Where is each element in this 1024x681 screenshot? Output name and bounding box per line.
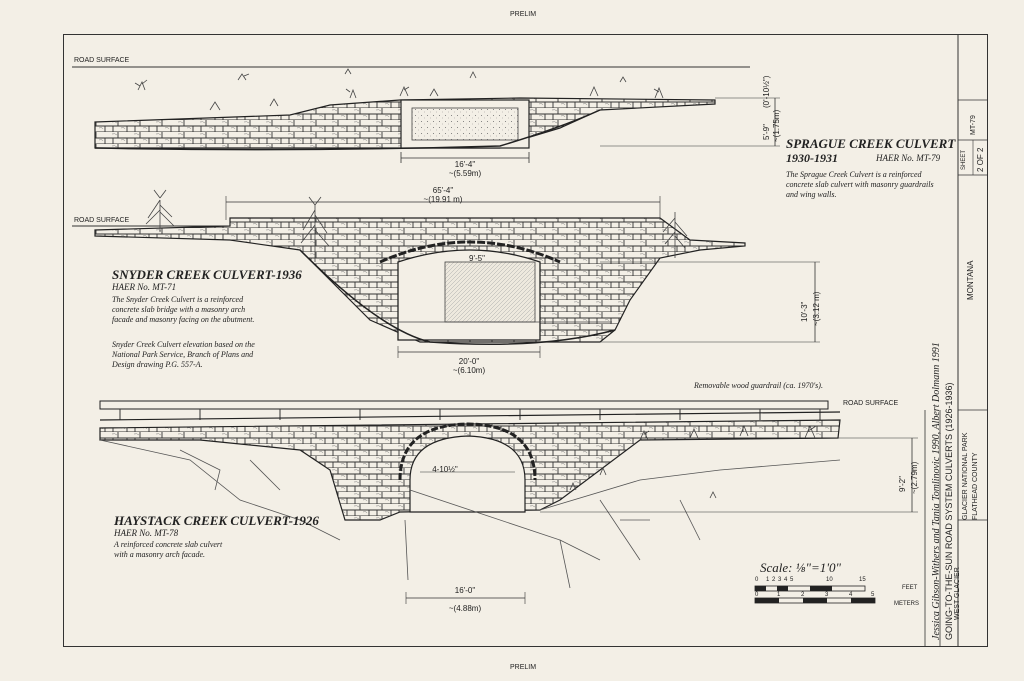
sprague-elevation	[72, 66, 780, 163]
snyder-road-surface-label: ROAD SURFACE	[74, 217, 130, 224]
scale-feet-label: FEET	[902, 585, 918, 591]
snyder-length-ft: 65'-4"	[432, 186, 454, 195]
sprague-description: The Sprague Creek Culvert is a reinforce…	[786, 170, 934, 199]
haystack-haer-number: HAER No. MT-78	[114, 528, 179, 538]
haystack-guardrail-note: Removable wood guardrail (ca. 1970's).	[694, 381, 823, 390]
snyder-arch-voussoirs	[379, 240, 561, 264]
sprague-shrubs	[134, 68, 664, 111]
haystack-rock-terrain	[99, 439, 841, 589]
snyder-elevation	[72, 189, 820, 358]
haystack-arch-opening	[409, 435, 526, 513]
haystack-guardrail-posts	[119, 409, 821, 420]
snyder-title: SNYDER CREEK CULVERT-1936	[112, 267, 302, 282]
title-block-county: FLATHEAD COUNTY	[972, 452, 979, 520]
top-prelim-mark: PRELIM	[510, 11, 537, 18]
sprague-haer-number: HAER No. MT-79	[876, 153, 941, 163]
sprague-road-surface-label: ROAD SURFACE	[74, 57, 130, 64]
title-block-park: GLACIER NATIONAL PARK	[962, 432, 969, 520]
scale-feet-tick-2: 2	[772, 577, 776, 583]
haystack-span-m: ~(4.88m)	[448, 604, 482, 613]
haystack-shrubs	[569, 424, 817, 499]
sprague-culvert-slab	[411, 107, 519, 141]
sprague-years: 1930-1931	[786, 151, 838, 165]
haystack-height-ft: 9'-2"	[898, 476, 907, 492]
haystack-guardrail	[99, 400, 829, 410]
title-block-place: WEST GLACIER	[954, 567, 961, 620]
sprague-span-ft: 16'-4"	[454, 160, 476, 169]
haystack-title: HAYSTACK CREEK CULVERT-1926	[114, 513, 319, 528]
title-block-haer-number: MT-79	[970, 115, 977, 135]
bottom-prelim-mark: PRELIM	[510, 664, 537, 671]
snyder-height-ft: 10'-3"	[800, 301, 809, 322]
sprague-height-m: ~(1.75m)	[772, 109, 781, 142]
haystack-height-m: ~(2.79m)	[910, 461, 919, 494]
scale-feet-tick-15: 15	[859, 577, 866, 583]
haystack-road-surface-label: ROAD SURFACE	[843, 400, 899, 407]
haystack-arch-dimension: 4-10½"	[432, 465, 458, 474]
haystack-description: A reinforced concrete slab culvert with …	[114, 540, 223, 559]
scale-meters-tick-1: 1	[777, 592, 781, 598]
sprague-span-m: ~(5.59m)	[448, 169, 482, 178]
scale-bar	[754, 585, 876, 604]
drawing-frame	[63, 34, 988, 647]
snyder-slab	[444, 261, 536, 323]
snyder-length-m: ~(19.91 m)	[423, 195, 463, 204]
sprague-title: SPRAGUE CREEK CULVERT	[786, 136, 956, 151]
scale-feet-tick-3: 3	[778, 577, 782, 583]
title-block-sheet-label: SHEET	[961, 149, 967, 170]
scale-label: Scale: ⅛"=1'0"	[760, 560, 841, 575]
scale-feet-tick-0: 0	[755, 577, 759, 583]
snyder-span-m: ~(6.10m)	[452, 366, 486, 375]
snyder-drawing-note: Snyder Creek Culvert elevation based on …	[112, 340, 255, 369]
snyder-height-m: ~(3.12 m)	[812, 291, 821, 326]
scale-meters-tick-3: 3	[825, 592, 829, 598]
scale-meters-tick-2: 2	[801, 592, 805, 598]
snyder-trees	[145, 189, 688, 262]
snyder-haer-number: HAER No. MT-71	[112, 282, 177, 292]
scale-meters-tick-4: 4	[849, 592, 853, 598]
sprague-top-dimension: (0'-10½")	[762, 75, 771, 108]
haystack-span-ft: 16'-0"	[454, 586, 476, 595]
title-block	[924, 34, 988, 647]
haystack-elevation	[99, 400, 918, 604]
scale-meters-label: METERS	[894, 601, 920, 607]
snyder-description: The Snyder Creek Culvert is a reinforced…	[112, 295, 255, 324]
sprague-height-ft: 5'-9"	[762, 124, 771, 140]
title-block-project: GOING-TO-THE-SUN ROAD SYSTEM CULVERTS (1…	[944, 382, 954, 640]
title-block-authors: Jessica Gibson-Withers and Tania Tomlino…	[931, 342, 942, 640]
snyder-span-ft: 20'-0"	[458, 357, 480, 366]
scale-meters-tick-5: 5	[871, 592, 875, 598]
title-block-sheet-number: 2 OF 2	[976, 147, 985, 172]
scale-feet-tick-5: 5	[790, 577, 794, 583]
scale-meters-tick-0: 0	[755, 592, 759, 598]
scale-feet-tick-4: 4	[784, 577, 788, 583]
scale-feet-tick-10: 10	[826, 577, 833, 583]
scale-feet-tick-1: 1	[766, 577, 770, 583]
snyder-mid-dimension: 9'-5"	[469, 254, 485, 263]
title-block-state: MONTANA	[966, 260, 975, 300]
haystack-arch-voussoirs	[398, 422, 537, 481]
